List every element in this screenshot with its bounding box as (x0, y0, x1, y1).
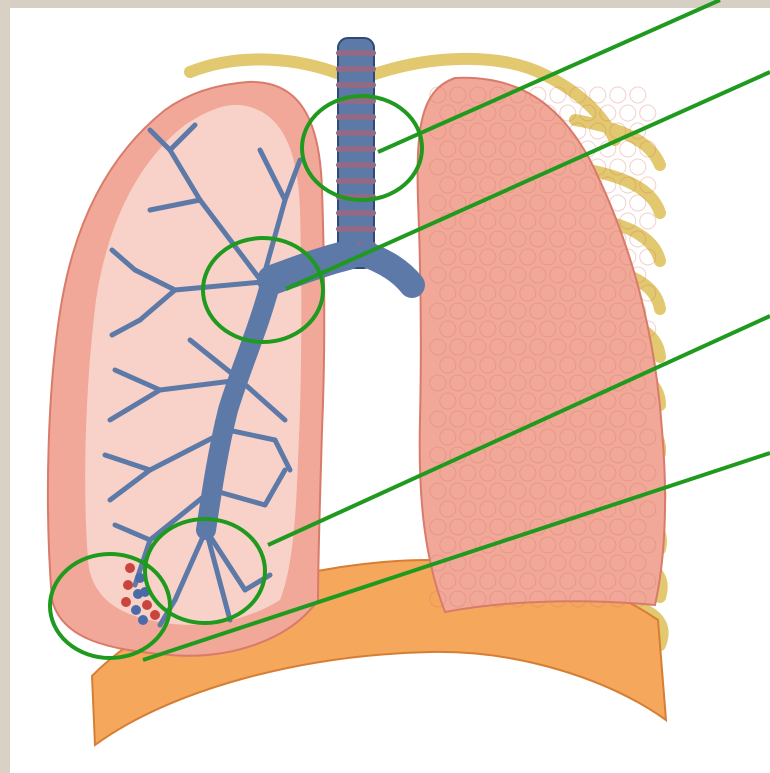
trachea-ring (336, 114, 376, 120)
trachea-ring (336, 82, 376, 88)
alveolus (121, 597, 131, 607)
alveolar-cell (610, 87, 626, 103)
trachea (338, 38, 374, 268)
alveolar-cell (630, 159, 646, 175)
alveolar-cell (620, 105, 636, 121)
alveolar-cell (550, 87, 566, 103)
alveolar-cell (630, 87, 646, 103)
trachea-ring (336, 130, 376, 136)
alveolus (138, 615, 148, 625)
trachea-ring (336, 66, 376, 72)
trachea-ring (336, 162, 376, 168)
alveolar-cell (640, 105, 656, 121)
trachea-ring (336, 146, 376, 152)
trachea-ring (336, 226, 376, 232)
trachea-ring (336, 50, 376, 56)
alveolar-cell (620, 141, 636, 157)
alveolar-cell (630, 195, 646, 211)
alveolus (150, 610, 160, 620)
alveolar-cell (560, 105, 576, 121)
alveolus (125, 563, 135, 573)
alveolar-cell (640, 213, 656, 229)
alveolus (131, 605, 141, 615)
right-main-bronchus (368, 255, 412, 285)
alveolar-cell (610, 195, 626, 211)
right-lung (418, 78, 665, 612)
alveolus (142, 600, 152, 610)
trachea-ring (336, 178, 376, 184)
alveolar-cell (590, 87, 606, 103)
left-clavicle (190, 59, 342, 75)
alveolus (123, 580, 133, 590)
frame-top-edge (0, 0, 770, 8)
trachea-ring (336, 210, 376, 216)
frame-left-edge (0, 0, 10, 773)
